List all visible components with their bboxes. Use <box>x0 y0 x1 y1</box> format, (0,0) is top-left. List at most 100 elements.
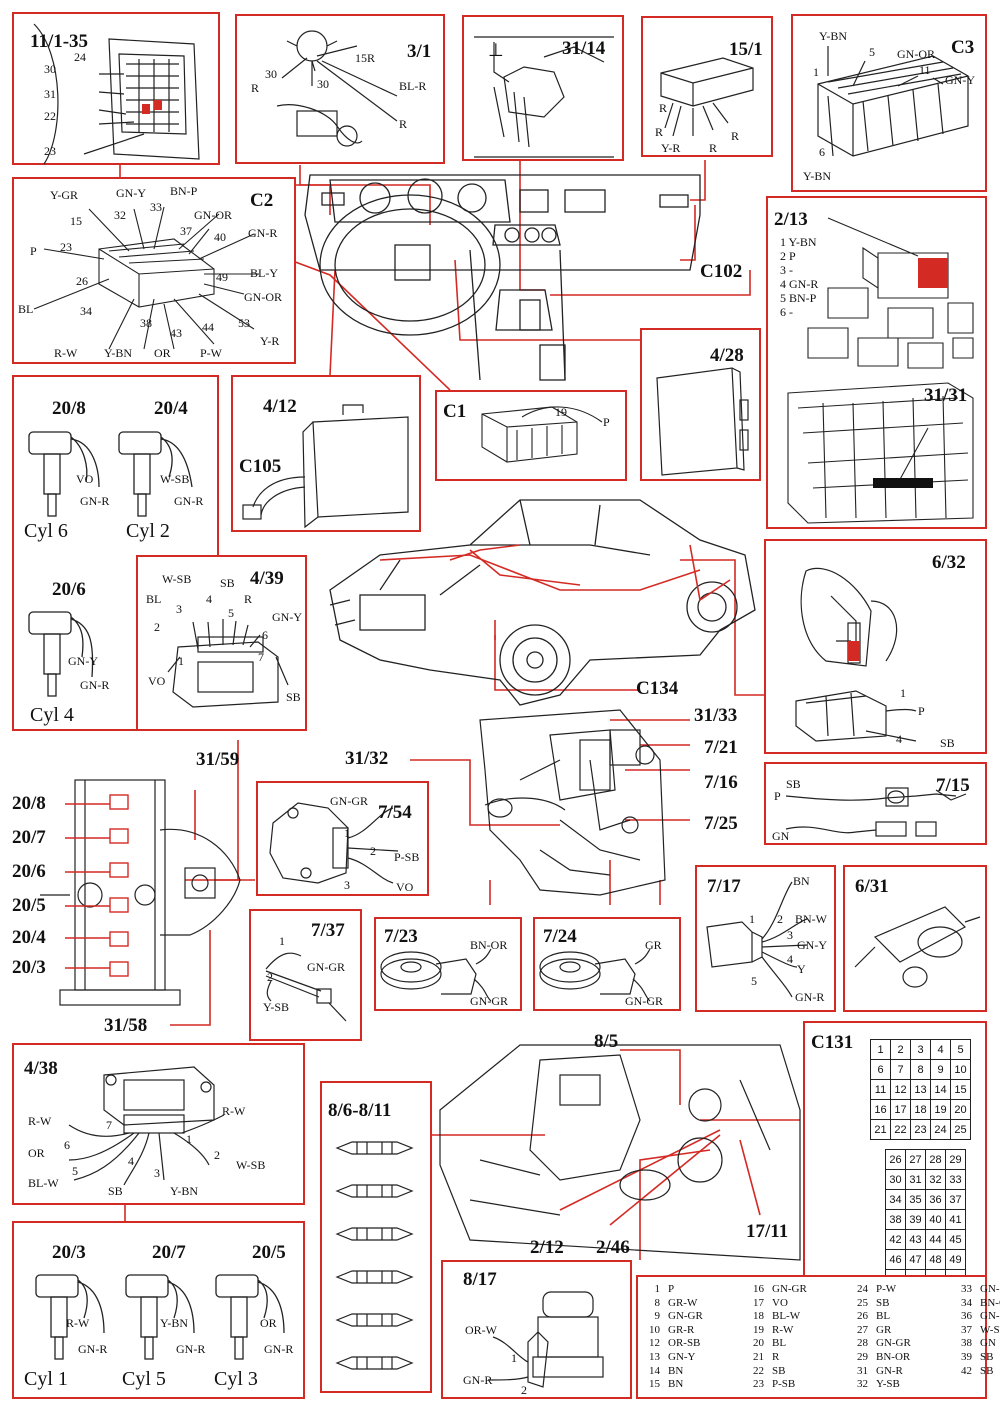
pin-cell: 27 <box>905 1149 926 1170</box>
pin-cell: 29 <box>945 1149 966 1170</box>
panel-ecu: 4/12 C105 <box>231 375 421 532</box>
wire-label: SB <box>940 736 955 750</box>
pin-label: 1 <box>813 65 819 79</box>
wire-label: GN-OR <box>244 290 282 304</box>
panel-label: 7/17 <box>707 876 741 897</box>
wire-label: R <box>709 141 718 155</box>
pin-cell: 36 <box>925 1189 946 1210</box>
wire-label: GN-Y <box>797 938 827 952</box>
pin-cell: 5 <box>950 1039 971 1060</box>
pin-cell: 49 <box>945 1249 966 1270</box>
wire-label: Y-BN <box>819 29 848 43</box>
panel-label: 31/14 <box>562 38 606 59</box>
engine-label-2-12: 2/12 <box>530 1237 564 1258</box>
panel-label: 20/7 <box>152 1242 186 1263</box>
pin-label: 49 <box>216 270 228 284</box>
pin-cell: 20 <box>950 1099 971 1120</box>
panel-fuel-injectors: 8/6-8/11 <box>320 1081 432 1393</box>
wire-label: R <box>244 592 253 606</box>
engine-label-7-21: 7/21 <box>704 737 738 758</box>
pin-label: 1 <box>900 686 906 700</box>
legend-pin: 18 <box>753 1310 764 1323</box>
pin-cell: 48 <box>925 1249 946 1270</box>
panel-label: C3 <box>951 37 975 58</box>
panel-label: 7/54 <box>378 802 412 823</box>
wire-label: VO <box>148 674 166 688</box>
pin-cell: 41 <box>945 1209 966 1230</box>
wire-label: Y-BN <box>104 346 133 360</box>
legend-color: GN-GR <box>876 1337 911 1350</box>
pin-label: 4 <box>128 1154 134 1168</box>
pin-cell: 14 <box>930 1079 951 1100</box>
legend-color: GN-GR <box>668 1310 703 1323</box>
cylinder-label: Cyl 1 <box>24 1368 68 1390</box>
connector-c102-label: C102 <box>700 261 743 282</box>
wire-label: R <box>659 101 668 115</box>
panel-label: 20/8 <box>52 398 86 419</box>
panel-connector-c1: C1 19 P <box>435 390 627 481</box>
legend-pin: 37 <box>961 1323 972 1336</box>
panel-label: C1 <box>443 401 467 422</box>
cylinder-label: Cyl 6 <box>24 520 68 542</box>
wire-label: BL-R <box>399 79 427 93</box>
legend-pin: 13 <box>649 1350 660 1363</box>
cylinder-label: Cyl 2 <box>126 520 170 542</box>
wire-label: GN-Y <box>116 186 146 200</box>
panel-label: 2/13 <box>774 209 808 230</box>
wire-label: P-W <box>200 346 222 360</box>
panel-ignition-coils-2: 20/3 R-W GN-R Cyl 1 20/7 Y-BN GN-R Cyl 5… <box>12 1221 305 1399</box>
panel-label: 7/24 <box>543 926 577 947</box>
panel-label: 20/6 <box>52 579 86 600</box>
legend-color: GN-Y <box>668 1350 696 1363</box>
pin-cell: 11 <box>870 1079 891 1100</box>
legend-pin: 34 <box>961 1296 972 1309</box>
coil-position-label: 20/8 <box>12 793 46 814</box>
wire-label: BL <box>18 302 34 316</box>
wire-label: R <box>731 129 740 143</box>
wire-label: VO <box>76 472 94 486</box>
pin-label: 38 <box>140 316 152 330</box>
pin-cell: 46 <box>885 1249 906 1270</box>
legend-pin: 42 <box>961 1364 972 1377</box>
pin-label: 3 <box>344 878 350 892</box>
wire-label: OR <box>28 1146 45 1160</box>
pin-label: 26 <box>76 274 88 288</box>
wire-label: GN-R <box>80 678 110 692</box>
legend-color: BL <box>772 1337 787 1350</box>
wire-label: BL-Y <box>250 266 278 280</box>
wire-label: SB <box>286 690 301 704</box>
pin-cell: 30 <box>885 1169 906 1190</box>
pin-cell: 7 <box>890 1059 911 1080</box>
wire-label: Y-R <box>260 334 280 348</box>
pin-label: 1 <box>186 1132 192 1146</box>
pin-cell: 31 <box>905 1169 926 1190</box>
pin-label: 2 <box>777 912 783 926</box>
pin-cell: 44 <box>925 1229 946 1250</box>
pin-cell: 6 <box>870 1059 891 1080</box>
wire-label: P <box>603 415 610 429</box>
pin-label: 7 <box>106 1118 112 1132</box>
legend-pin: 33 <box>961 1283 972 1295</box>
legend-color: P-SB <box>772 1378 796 1391</box>
pin-label: 30 <box>44 62 56 76</box>
panel-label: 4/39 <box>250 568 284 589</box>
coil-position-label: 20/5 <box>12 895 46 916</box>
pin-label: 2 <box>267 970 273 984</box>
panel-sensor-7-17: 7/17 BN 2 BN-W 1 3 GN-Y 4 Y 5 GN-R <box>695 865 836 1012</box>
pin-label: 23 <box>44 144 56 158</box>
legend-pin: 38 <box>961 1337 972 1350</box>
pin-cell: 26 <box>885 1149 906 1170</box>
wire-label: Y-BN <box>160 1316 189 1330</box>
pin-cell: 39 <box>905 1209 926 1230</box>
